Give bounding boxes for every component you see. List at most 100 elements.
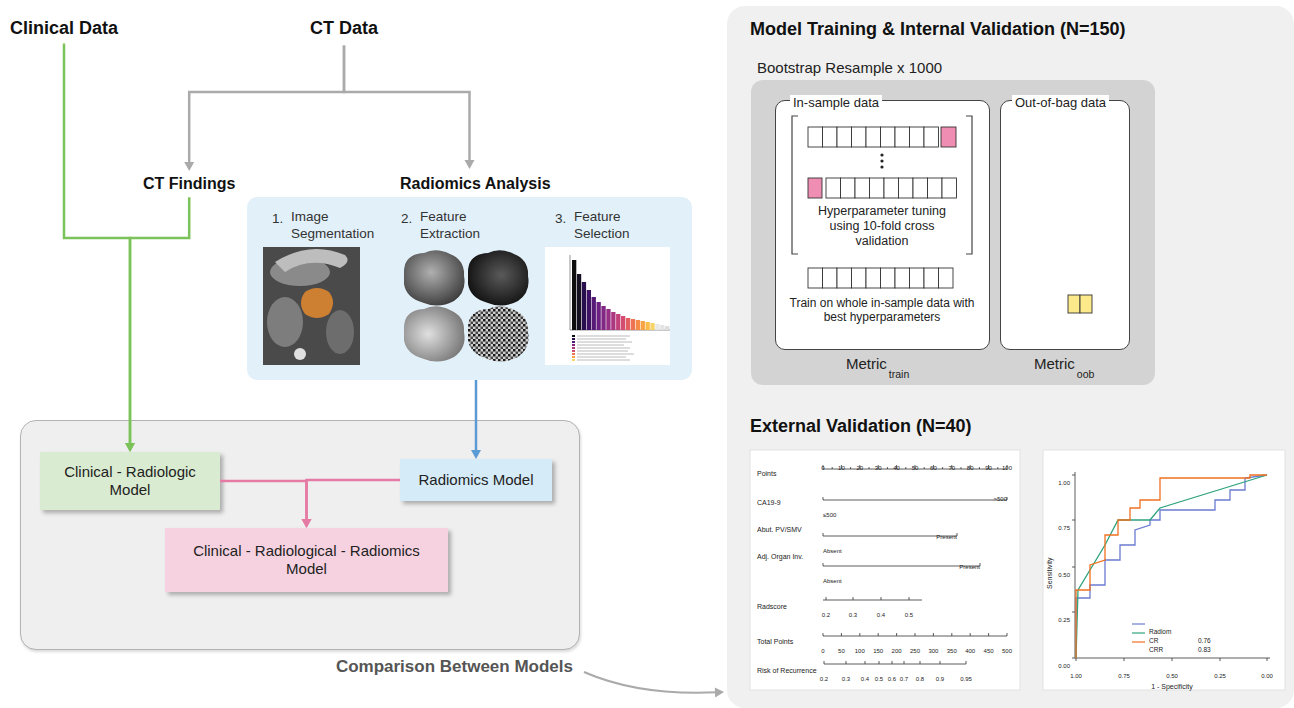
- chart-label: 50: [838, 648, 845, 655]
- nomogram: [823, 633, 1007, 636]
- node-text: 2.: [401, 211, 412, 227]
- importance-chart: [572, 359, 575, 361]
- roc-plot: [1132, 641, 1145, 642]
- text-slot: 0.75: [1118, 664, 1130, 682]
- node-text: Metric: [846, 355, 887, 373]
- text-slot: 0.2: [820, 667, 828, 685]
- text-slot: Radscore: [757, 595, 787, 613]
- data-cells: [866, 268, 881, 288]
- arrowhead: [715, 687, 724, 697]
- sample-box: Out-of-bag dataMetricoob: [1000, 92, 1130, 380]
- chart-label: 0: [821, 465, 824, 472]
- chart-label: 0.2: [820, 676, 828, 683]
- chart-label: 200: [892, 648, 902, 655]
- importance-chart: [606, 309, 610, 330]
- importance-chart: [631, 319, 635, 330]
- data-cells: [910, 127, 925, 147]
- text-slot: 0.4: [877, 603, 885, 621]
- node-text: Hyperparameter tuning using 10-fold cros…: [807, 204, 957, 249]
- ct-slice: [270, 258, 330, 286]
- importance-chart: [545, 247, 670, 365]
- data-cells: [942, 178, 957, 198]
- nomogram: [824, 661, 966, 664]
- node-text: Feature Selection: [574, 209, 658, 243]
- ct-slice: [267, 297, 303, 347]
- text-slot: 0.2: [822, 603, 830, 621]
- text-slot: Image Segmentation: [291, 209, 383, 243]
- importance-chart: [577, 342, 632, 343]
- nomogram: [750, 450, 1020, 690]
- chart-label: 90: [985, 465, 992, 472]
- chart-label: 100: [855, 648, 865, 655]
- text-slot: 500: [1002, 639, 1012, 657]
- ellipsis-dots: [880, 165, 883, 168]
- connector: [220, 481, 312, 528]
- roc-plot: [1076, 475, 1267, 658]
- importance-chart: [572, 356, 575, 358]
- text-slot: Risk of Recurrence: [757, 659, 817, 677]
- panel-ground: [247, 197, 692, 380]
- legend-text: Radiom: [1149, 628, 1171, 636]
- text-slot: 30: [875, 456, 882, 474]
- text-slot: 80: [967, 456, 974, 474]
- node-text: oob: [1077, 368, 1095, 381]
- chart-label: 10: [838, 465, 845, 472]
- chart-label: 300: [928, 648, 938, 655]
- text-slot: 60: [930, 456, 937, 474]
- panel-ground: [1000, 100, 1130, 350]
- node-text: Clinical - Radiological - Radiomics Mode…: [175, 542, 438, 578]
- data-cells: [823, 127, 838, 147]
- text-slot: Abut. PV/SMV: [757, 518, 802, 536]
- text-slot: Points: [757, 462, 776, 480]
- node-text: 1.: [272, 211, 283, 227]
- importance-chart: [582, 282, 586, 330]
- text-slot: 2.: [401, 209, 412, 227]
- text-slot: In-sample data: [790, 93, 882, 111]
- connector-line: [64, 44, 130, 445]
- chart-label: 350: [947, 648, 957, 655]
- data-cells: [941, 127, 956, 147]
- text-slot: Bootstrap Resample x 1000: [757, 59, 942, 77]
- chart-label: 40: [893, 465, 900, 472]
- data-cells: [866, 127, 881, 147]
- importance-chart: [636, 320, 640, 330]
- importance-chart: [650, 323, 654, 330]
- step-label: CT Findings: [143, 174, 235, 193]
- connector-line: [307, 480, 401, 521]
- text-slot: 0.9: [936, 667, 944, 685]
- nomogram: [823, 533, 957, 536]
- nomogram: [823, 465, 1007, 664]
- roc-plot: [1043, 450, 1285, 690]
- source-label: CT Data: [310, 18, 378, 40]
- connector-line: [130, 197, 189, 445]
- node-text: Train on whole in-sample data with best …: [782, 296, 982, 325]
- workflow-panel: Model Training & Internal Validation (N=…: [727, 6, 1294, 708]
- roc-plot: [1075, 472, 1270, 658]
- chart-label: 150: [873, 648, 883, 655]
- ct-slice: [301, 288, 333, 318]
- node-text: train: [889, 368, 909, 381]
- legend-text: CR: [1149, 637, 1158, 645]
- arrowhead: [184, 162, 194, 171]
- text-slot: 0.50: [1166, 664, 1178, 682]
- nomogram: [823, 636, 1007, 637]
- chart-label: 50: [912, 465, 919, 472]
- text-slot: 70: [948, 456, 955, 474]
- importance-chart: [572, 338, 575, 340]
- chart-label: 0.4: [877, 612, 885, 619]
- text-slot: 90: [985, 456, 992, 474]
- data-cells: [808, 127, 1092, 313]
- legend-text: CRR: [1149, 646, 1163, 654]
- nomogram: [823, 497, 1007, 500]
- node-text: External Validation (N=40): [750, 416, 972, 438]
- chart-label: 0.7: [900, 676, 908, 683]
- importance-chart: [655, 324, 659, 330]
- text-slot: 1.: [272, 209, 283, 227]
- connector: [64, 44, 135, 452]
- text-slot: Comparison Between Models: [336, 657, 573, 677]
- node-text: Image Segmentation: [291, 209, 383, 243]
- text-slot: 0.5: [905, 603, 913, 621]
- chart-label: 0.3: [842, 676, 850, 683]
- text-slot: 150: [873, 639, 883, 657]
